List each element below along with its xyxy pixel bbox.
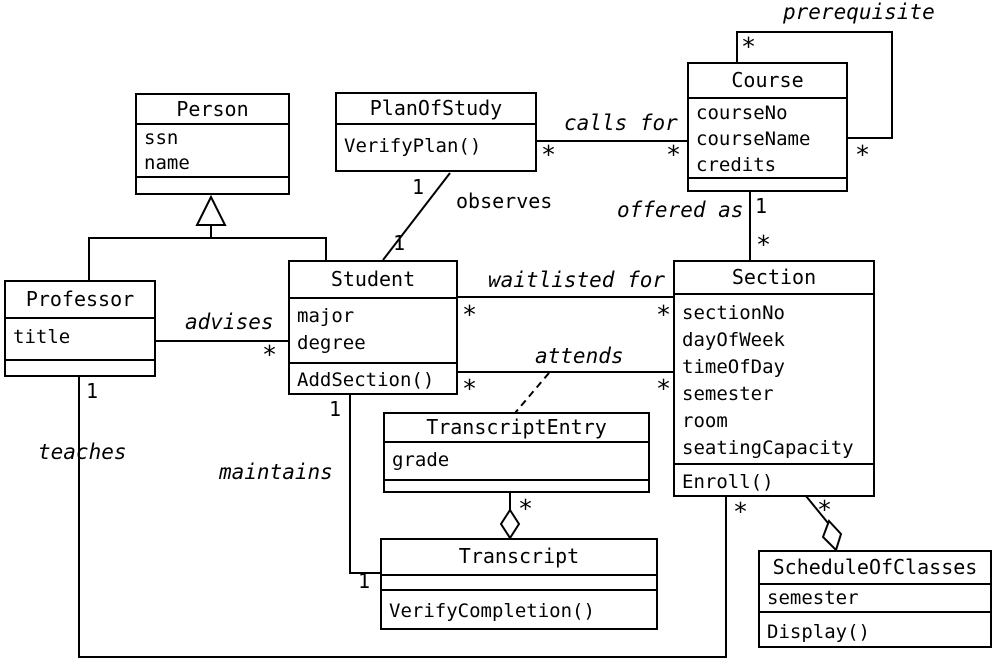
- attribute: sectionNo: [682, 302, 785, 324]
- attribute: major: [297, 305, 355, 327]
- class-scheduleofclasses-operations: Display(): [760, 611, 990, 646]
- attribute: name: [144, 152, 190, 174]
- mult-waitlisted-section: *: [656, 300, 672, 329]
- attribute: timeOfDay: [682, 356, 785, 378]
- attribute: seatingCapacity: [682, 437, 854, 459]
- class-person-operations: [137, 176, 288, 193]
- attribute: grade: [392, 449, 450, 471]
- class-course-attributes: courseNo courseName credits: [689, 97, 846, 177]
- mult-teaches-professor: 1: [86, 379, 99, 403]
- attribute: semester: [682, 383, 774, 405]
- class-transcript: Transcript VerifyCompletion(): [380, 538, 658, 630]
- operation: Display(): [767, 621, 870, 643]
- aggregation-diamond-icon: [821, 519, 843, 552]
- mult-prerequisite-course-right: *: [855, 140, 871, 169]
- schedule-aggregation-line: [805, 495, 829, 524]
- class-transcriptentry-name: TranscriptEntry: [426, 415, 607, 439]
- class-professor: Professor title: [4, 280, 156, 377]
- class-scheduleofclasses-name: ScheduleOfClasses: [772, 555, 978, 579]
- generalization-line: [88, 225, 327, 282]
- class-planofstudy-name: PlanOfStudy: [369, 96, 503, 120]
- class-person-attributes: ssn name: [137, 123, 288, 176]
- attribute: semester: [767, 587, 859, 609]
- mult-maintains-transcript: 1: [358, 569, 371, 593]
- class-planofstudy: PlanOfStudy VerifyPlan(): [335, 92, 537, 172]
- class-scheduleofclasses: ScheduleOfClasses semester Display(): [758, 550, 992, 648]
- label-advises: advises: [185, 310, 274, 334]
- mult-offered-as-course: 1: [755, 194, 768, 218]
- label-prerequisite: prerequisite: [783, 0, 935, 24]
- class-transcript-operations: VerifyCompletion(): [382, 589, 656, 628]
- label-attends: attends: [535, 344, 624, 368]
- class-professor-operations: [6, 359, 154, 375]
- class-planofstudy-operations: VerifyPlan(): [337, 123, 535, 170]
- class-person-name: Person: [176, 97, 249, 121]
- class-transcriptentry-attributes: grade: [385, 441, 648, 479]
- attribute: title: [13, 326, 71, 348]
- label-waitlisted-for: waitlisted for: [488, 268, 666, 292]
- observes-line: [382, 172, 451, 261]
- class-student-name: Student: [330, 267, 416, 291]
- class-section-attributes: sectionNo dayOfWeek timeOfDay semester r…: [675, 293, 873, 463]
- class-transcript-name: Transcript: [458, 544, 580, 568]
- class-professor-name: Professor: [25, 287, 135, 311]
- label-offered-as: offered as: [617, 198, 744, 222]
- attribute: courseNo: [696, 102, 788, 124]
- mult-advises-student: *: [262, 340, 278, 369]
- class-course-operations: [689, 177, 846, 190]
- class-course: Course courseNo courseName credits: [687, 62, 848, 192]
- attribute: room: [682, 410, 728, 432]
- attribute: courseName: [696, 128, 811, 150]
- attribute: dayOfWeek: [682, 329, 785, 351]
- class-transcriptentry: TranscriptEntry grade: [383, 412, 650, 493]
- class-transcript-attributes: [382, 574, 656, 589]
- teaches-line: [78, 376, 727, 658]
- attribute: ssn: [144, 127, 179, 149]
- mult-section-aggregation: *: [817, 495, 833, 524]
- label-observes: observes: [456, 189, 553, 213]
- mult-teaches-section: *: [733, 497, 749, 526]
- class-section-name: Section: [731, 265, 817, 289]
- mult-observes-planofstudy: 1: [412, 175, 425, 199]
- prerequisite-line: [736, 31, 893, 139]
- attribute: degree: [297, 332, 366, 354]
- mult-observes-student: 1: [393, 231, 406, 255]
- class-professor-attributes: title: [6, 317, 154, 359]
- class-transcriptentry-operations: [385, 479, 648, 491]
- mult-waitlisted-student: *: [462, 300, 478, 329]
- label-maintains: maintains: [219, 460, 333, 484]
- label-teaches: teaches: [38, 440, 127, 464]
- operation: VerifyPlan(): [344, 135, 482, 157]
- generalization-triangle-icon: [195, 194, 227, 226]
- attends-association-class-dashed-line: [514, 372, 550, 414]
- mult-transcriptentry-aggregation: *: [518, 494, 534, 523]
- class-section: Section sectionNo dayOfWeek timeOfDay se…: [673, 260, 875, 497]
- class-student: Student major degree AddSection(): [288, 260, 458, 395]
- mult-calls-for-course: *: [666, 140, 682, 169]
- mult-calls-for-planofstudy: *: [541, 140, 557, 169]
- class-student-operations: AddSection(): [290, 362, 456, 393]
- class-section-operations: Enroll(): [675, 463, 873, 495]
- class-student-attributes: major degree: [290, 297, 456, 362]
- operation: AddSection(): [297, 369, 435, 391]
- class-person: Person ssn name: [135, 93, 290, 195]
- operation: VerifyCompletion(): [389, 600, 595, 622]
- operation: Enroll(): [682, 471, 774, 493]
- attribute: credits: [696, 154, 777, 176]
- maintains-line: [349, 394, 381, 574]
- mult-attends-student: *: [462, 374, 478, 403]
- mult-maintains-student: 1: [329, 397, 342, 421]
- aggregation-diamond-icon: [499, 508, 521, 540]
- label-calls-for: calls for: [564, 111, 678, 135]
- mult-offered-as-section: *: [756, 230, 772, 259]
- class-course-name: Course: [731, 68, 804, 92]
- mult-prerequisite-course-top: *: [741, 32, 757, 61]
- mult-attends-section: *: [656, 374, 672, 403]
- class-scheduleofclasses-attributes: semester: [760, 583, 990, 611]
